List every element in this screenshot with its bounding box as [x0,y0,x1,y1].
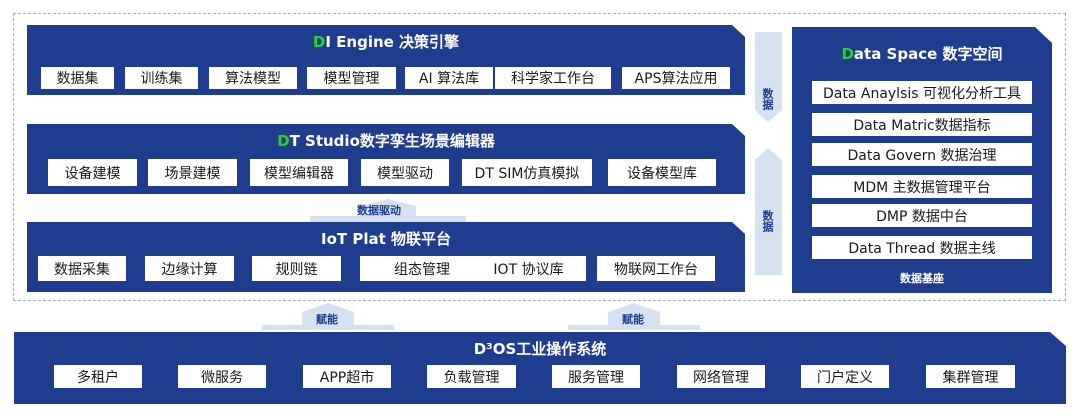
data-space-title: Data Space 数字空间 [841,45,1003,63]
di-item-dataset[interactable]: 数据集 [41,67,114,89]
iot-item-iot-workbench[interactable]: 物联网工作台 [597,256,715,281]
di-engine-panel: DI Engine 决策引擎 数据集 训练集 算法模型 模型管理 AI 算法库 … [27,25,745,95]
arrow-down-to-di [755,32,782,122]
os-item-app-market[interactable]: APP超市 [303,365,391,388]
d3os-title: D³OS工业操作系统 [473,340,607,358]
data-arrow-label-bottom: 数据 [761,210,774,232]
os-item-service-management[interactable]: 服务管理 [552,365,640,388]
ds-item-data-govern[interactable]: Data Govern 数据治理 [812,143,1032,166]
platform-boundary [13,13,1066,301]
data-foundation-label: 数据基座 [900,272,944,285]
di-item-trainset[interactable]: 训练集 [125,67,198,89]
di-item-aps-app[interactable]: APS算法应用 [622,67,730,89]
data-arrow-label-top: 数据 [761,88,774,110]
ds-item-mdm[interactable]: MDM 主数据管理平台 [812,175,1032,198]
dt-studio-title: DT Studio数字孪生场景编辑器 [277,132,495,150]
empower-label-left: 赋能 [316,313,338,326]
os-item-portal-definition[interactable]: 门户定义 [801,365,889,388]
os-item-network-management[interactable]: 网络管理 [677,365,765,388]
os-item-multi-tenant[interactable]: 多租户 [54,365,142,388]
os-item-microservice[interactable]: 微服务 [178,365,266,388]
data-space-panel: Data Space 数字空间 Data Anaylsis 可视化分析工具 Da… [792,27,1052,293]
iot-item-rule-chain[interactable]: 规则链 [252,256,341,281]
iot-plat-title: IoT Plat 物联平台 [321,230,451,248]
arrow-up-data-drive [310,199,466,222]
di-item-algorithm-model[interactable]: 算法模型 [209,67,297,89]
os-item-load-management[interactable]: 负载管理 [427,365,516,388]
d3os-panel: D³OS工业操作系统 多租户 微服务 APP超市 负载管理 服务管理 网络管理 … [14,332,1066,404]
dt-item-model-editor[interactable]: 模型编辑器 [250,159,348,186]
dt-item-scene-modeling[interactable]: 场景建模 [148,159,237,186]
dt-item-device-model-library[interactable]: 设备模型库 [608,159,716,186]
iot-item-iot-protocol-library[interactable]: IOT 协议库 [471,256,586,281]
os-item-cluster-management[interactable]: 集群管理 [926,365,1015,388]
di-item-ai-library[interactable]: AI 算法库 [405,67,493,89]
dt-item-dt-sim[interactable]: DT SIM仿真模拟 [462,159,592,186]
dt-item-device-modeling[interactable]: 设备建模 [48,159,137,186]
ds-item-dmp[interactable]: DMP 数据中台 [812,204,1032,227]
di-engine-title: DI Engine 决策引擎 [312,33,460,51]
arrow-up-empower-right [568,303,700,330]
arrow-up-from-iot [755,148,782,275]
empower-label-right: 赋能 [622,313,644,326]
ds-item-data-thread[interactable]: Data Thread 数据主线 [812,236,1032,259]
iot-item-config-management[interactable]: 组态管理 [360,256,484,281]
iot-item-data-collection[interactable]: 数据采集 [38,256,126,281]
ds-item-data-analysis[interactable]: Data Anaylsis 可视化分析工具 [812,81,1032,104]
dt-item-model-driver[interactable]: 模型驱动 [361,159,449,186]
di-item-scientist-workbench[interactable]: 科学家工作台 [495,67,611,89]
iot-plat-panel: IoT Plat 物联平台 数据采集 边缘计算 规则链 组态管理 IOT 协议库… [27,222,745,292]
di-item-model-management[interactable]: 模型管理 [307,67,396,89]
arrow-up-empower-left [262,303,394,330]
ds-item-data-matric[interactable]: Data Matric数据指标 [812,113,1032,136]
iot-item-edge-computing[interactable]: 边缘计算 [145,256,234,281]
data-drive-label: 数据驱动 [357,204,401,217]
dt-studio-panel: DT Studio数字孪生场景编辑器 设备建模 场景建模 模型编辑器 模型驱动 … [27,124,745,194]
